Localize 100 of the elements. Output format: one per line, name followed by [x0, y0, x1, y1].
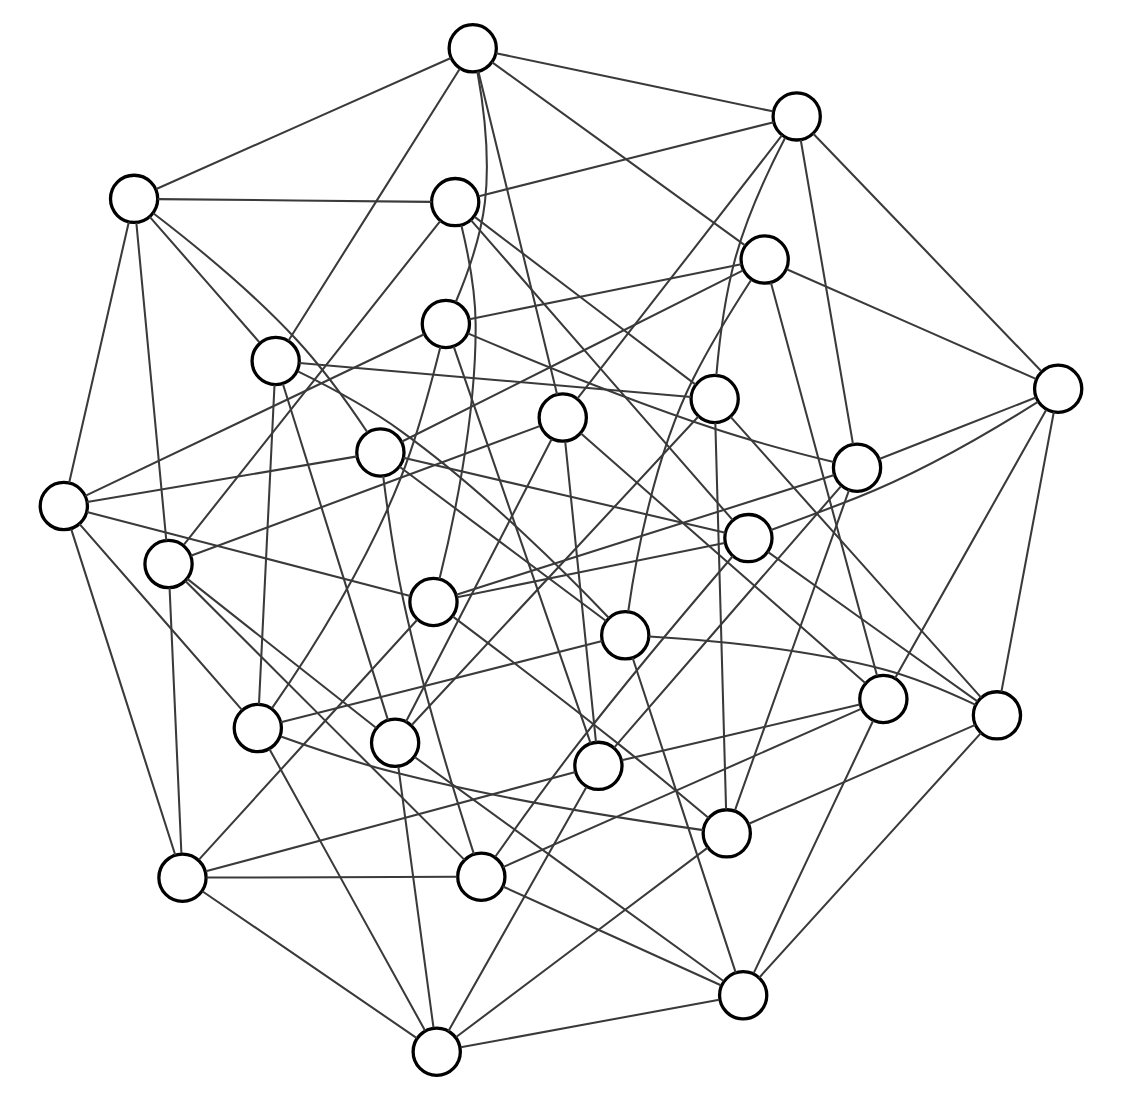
connector	[198, 619, 419, 861]
connector	[135, 222, 168, 541]
connector	[752, 720, 875, 974]
connector	[86, 511, 411, 597]
connector	[894, 409, 1048, 679]
connector	[271, 346, 442, 709]
node-circle	[771, 91, 822, 142]
connector	[456, 473, 835, 596]
connector	[748, 723, 976, 825]
connector	[786, 268, 1037, 380]
node-circle	[355, 427, 406, 478]
node-circle	[420, 298, 472, 350]
connector	[502, 707, 863, 869]
connector	[201, 890, 418, 1039]
connector	[405, 438, 553, 723]
node-circle	[143, 538, 194, 590]
connector	[715, 137, 786, 376]
node-circle	[369, 717, 421, 769]
connector	[299, 361, 692, 398]
connector	[280, 640, 603, 724]
connector	[257, 384, 276, 705]
connector	[186, 577, 377, 729]
connector	[78, 523, 243, 711]
connector	[502, 885, 722, 987]
node-circle	[38, 480, 90, 532]
connector	[491, 61, 746, 247]
connector	[1000, 411, 1055, 693]
connector	[184, 580, 466, 861]
connector	[157, 198, 432, 203]
connector	[206, 875, 457, 879]
connector	[799, 139, 854, 445]
connector	[447, 786, 588, 1032]
connector	[812, 132, 1042, 372]
connector	[478, 121, 775, 198]
connector	[758, 732, 982, 979]
connector	[297, 370, 610, 619]
connector	[86, 455, 358, 504]
node-circle	[701, 808, 752, 859]
connector	[470, 219, 734, 521]
connector	[168, 587, 183, 854]
connector	[411, 415, 700, 726]
connector	[769, 282, 879, 676]
node-circle	[971, 690, 1023, 741]
node-circle	[573, 740, 624, 792]
node-circle	[689, 373, 740, 425]
node-circle	[537, 392, 588, 443]
connector	[460, 998, 720, 1049]
node-circle	[408, 576, 459, 628]
connector	[631, 657, 737, 974]
connector	[627, 279, 752, 612]
connector	[190, 425, 541, 557]
connector	[494, 555, 734, 858]
connector	[454, 71, 488, 303]
connector	[183, 220, 442, 546]
node-circle	[600, 610, 651, 661]
connector	[149, 216, 261, 344]
connector	[401, 269, 744, 443]
connector	[403, 456, 726, 534]
node-circle	[858, 673, 909, 725]
connector	[382, 475, 475, 855]
node-circle	[157, 852, 208, 903]
connector	[452, 615, 710, 819]
connector	[399, 465, 607, 622]
connector	[564, 441, 597, 743]
connector	[576, 134, 783, 400]
connector	[438, 224, 477, 580]
connector	[414, 756, 725, 982]
node-circle	[429, 176, 481, 228]
connector	[397, 766, 435, 1028]
connector	[281, 383, 389, 721]
node-circle	[411, 1026, 462, 1077]
node-circle	[831, 442, 883, 493]
node-circle	[723, 512, 774, 564]
connector	[152, 212, 369, 433]
node-circle	[108, 173, 160, 225]
connector	[878, 396, 1037, 460]
connector	[714, 422, 728, 810]
connector	[767, 551, 979, 703]
connector	[84, 333, 425, 497]
node-circle	[232, 702, 284, 754]
node-circle	[1032, 363, 1084, 414]
connector	[621, 703, 860, 762]
connector	[452, 346, 592, 744]
connector	[456, 541, 725, 599]
connector	[649, 635, 977, 706]
connector	[770, 401, 1039, 531]
node-circle	[250, 335, 301, 387]
connector	[467, 332, 834, 464]
connector	[287, 68, 461, 342]
connector	[268, 748, 426, 1031]
connector	[155, 57, 452, 190]
connector	[68, 221, 130, 483]
node-circle	[717, 970, 769, 1021]
connector	[70, 529, 177, 856]
connector	[495, 52, 773, 113]
node-circle	[739, 234, 790, 285]
connector	[733, 489, 851, 811]
connector	[280, 735, 704, 832]
connector	[729, 416, 982, 699]
connector	[613, 485, 842, 749]
